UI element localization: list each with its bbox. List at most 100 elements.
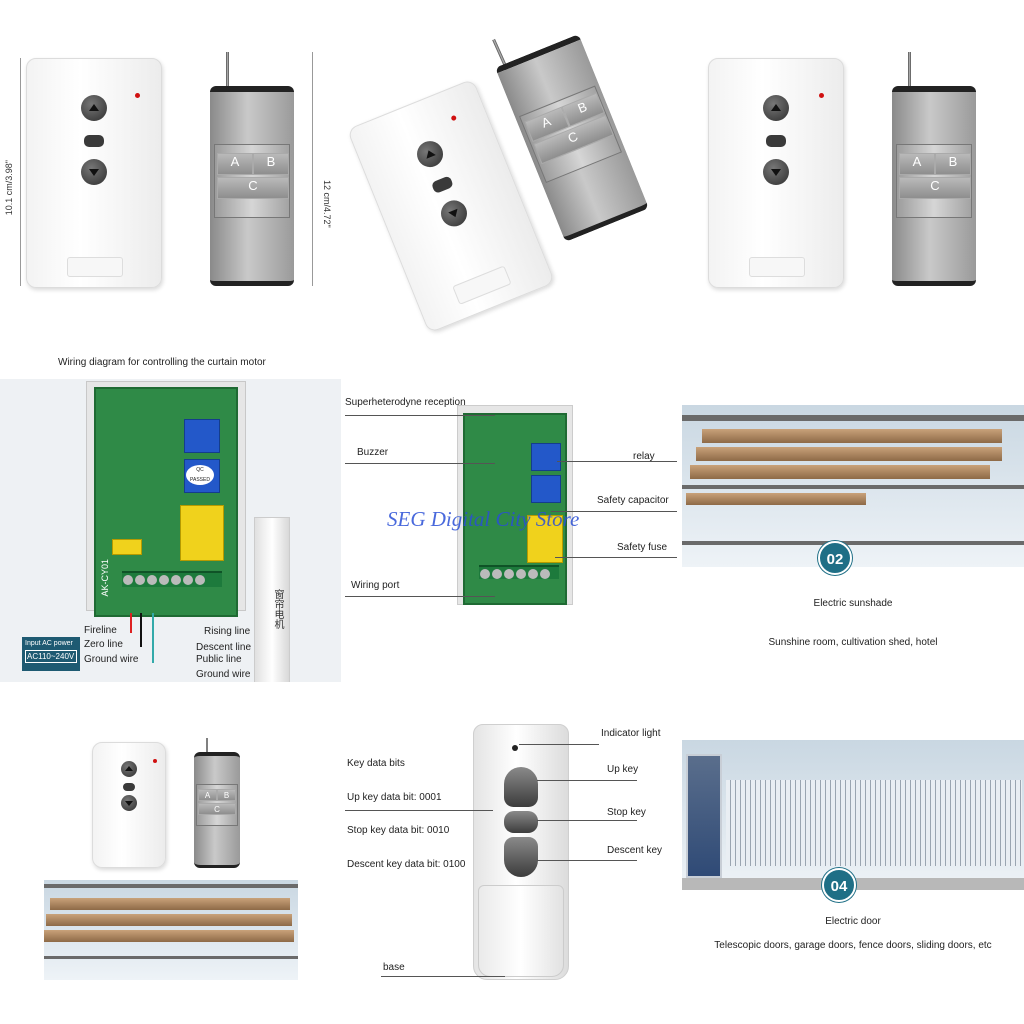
down-button-icon	[121, 795, 137, 811]
descent-line-label: Descent line	[196, 642, 252, 653]
door-photo	[682, 740, 1024, 890]
wiring-diagram-title: Wiring diagram for controlling the curta…	[58, 357, 266, 368]
up-key-icon	[504, 767, 538, 807]
callout-line	[345, 415, 495, 416]
antenna	[206, 738, 208, 756]
callout-line	[537, 780, 637, 781]
indicator-led	[153, 759, 157, 763]
relay-component	[531, 475, 561, 503]
telescopic-gate	[726, 780, 1022, 866]
wiring-port-label: Wiring port	[351, 580, 400, 591]
stop-key-label: Stop key	[607, 807, 646, 818]
qc-sticker: QC PASSED	[186, 465, 214, 485]
terminal-block	[122, 571, 222, 587]
callout-line	[345, 810, 493, 811]
safety-fuse-label: Safety fuse	[617, 542, 668, 553]
gate-pillar	[686, 754, 722, 878]
key-c: C	[198, 803, 236, 815]
key-panel: A B C	[214, 144, 290, 218]
power-input-box: Input AC power AC110~240V	[22, 637, 80, 671]
door-description: Telescopic doors, garage doors, fence do…	[714, 940, 992, 951]
product-and-sunshade-panel: A B C	[0, 682, 341, 1024]
capacitor-component	[180, 505, 224, 561]
wire-red	[130, 613, 132, 633]
stop-button-icon	[766, 135, 786, 147]
fabric-fold	[44, 930, 294, 942]
key-b: B	[253, 153, 289, 175]
metal-remote: A B C	[210, 86, 294, 286]
fabric-fold	[696, 447, 1002, 461]
key-panel: A B C	[896, 144, 972, 218]
dimension-line	[20, 58, 21, 286]
safety-capacitor-label: Safety capacitor	[597, 495, 669, 506]
key-a: A	[899, 153, 935, 175]
public-line-label: Public line	[196, 654, 242, 665]
base-holder	[478, 885, 564, 977]
down-button-icon	[81, 159, 107, 185]
fabric-fold	[702, 429, 1002, 443]
door-badge: 04	[822, 868, 856, 902]
motor-label: 窗帘电机	[272, 589, 283, 629]
rising-line-label: Rising line	[204, 626, 251, 637]
stop-button-icon	[430, 175, 454, 194]
fuse-component	[112, 539, 142, 555]
wiring-diagram-panel: Wiring diagram for controlling the curta…	[0, 341, 341, 682]
metal-remote: A B C	[892, 86, 976, 286]
base-label: base	[383, 962, 405, 973]
roof-beam	[682, 485, 1024, 489]
white-remote	[708, 58, 844, 288]
up-button-icon	[121, 761, 137, 777]
antenna	[908, 52, 911, 88]
transmitter-remote	[473, 724, 569, 980]
white-remote-small	[92, 742, 166, 868]
up-key-label: Up key	[607, 764, 639, 775]
callout-line	[557, 461, 677, 462]
fabric-fold	[690, 465, 990, 479]
dimension-line-2	[312, 52, 313, 286]
down-button-icon	[763, 159, 789, 185]
key-data-panel: Indicator light Key data bits Up key Up …	[341, 682, 682, 1024]
ground-wire-2-label: Ground wire	[196, 669, 251, 680]
wire-black	[140, 613, 142, 647]
product-photo-dimensions: 10.1 cm/3.98" A B C 12 cm/4.72"	[0, 0, 341, 340]
power-input-label: Input AC power	[25, 640, 73, 647]
sunshade-panel: 02 Electric sunshade Sunshine room, cult…	[682, 341, 1024, 682]
wire-blue	[152, 613, 154, 663]
roof-beam	[682, 415, 1024, 421]
width-dimension-label: 12 cm/4.72"	[322, 180, 332, 228]
sunshade-photo	[44, 880, 298, 980]
battery-slot	[67, 257, 123, 277]
callout-line	[519, 744, 599, 745]
roof-beam	[44, 956, 298, 959]
down-button-icon	[437, 196, 471, 231]
relay-label: relay	[633, 451, 655, 462]
sunshade-description: Sunshine room, cultivation shed, hotel	[768, 637, 938, 648]
stop-key-bits-label: Stop key data bit: 0010	[347, 825, 450, 836]
relay-component	[184, 419, 220, 453]
voltage-label: AC110~240V	[25, 650, 77, 663]
key-panel: A B C	[196, 784, 238, 826]
roof-beam	[44, 884, 298, 888]
fabric-fold	[50, 898, 290, 910]
fireline-label: Fireline	[84, 625, 117, 636]
stop-button-icon	[123, 783, 135, 791]
board-callouts-panel: Superheterodyne reception Buzzer relay S…	[341, 341, 682, 682]
zeroline-label: Zero line	[84, 639, 123, 650]
antenna	[226, 52, 229, 88]
indicator-light-icon	[512, 745, 518, 751]
buzzer-label: Buzzer	[357, 447, 389, 458]
battery-slot	[452, 265, 512, 305]
pcb-board	[463, 413, 567, 605]
product-photo-front: A B C	[682, 0, 1024, 340]
callout-line	[551, 511, 677, 512]
up-button-icon	[413, 137, 447, 172]
capacitor-component	[527, 515, 563, 563]
battery-slot	[749, 257, 805, 277]
stop-key-icon	[504, 811, 538, 833]
descent-key-icon	[504, 837, 538, 877]
relay-component	[531, 443, 561, 471]
watermark: SEG Digital City Store	[387, 507, 580, 531]
sunshade-title: Electric sunshade	[813, 598, 893, 609]
descent-key-label: Descent key	[607, 845, 663, 856]
key-c: C	[217, 177, 289, 199]
